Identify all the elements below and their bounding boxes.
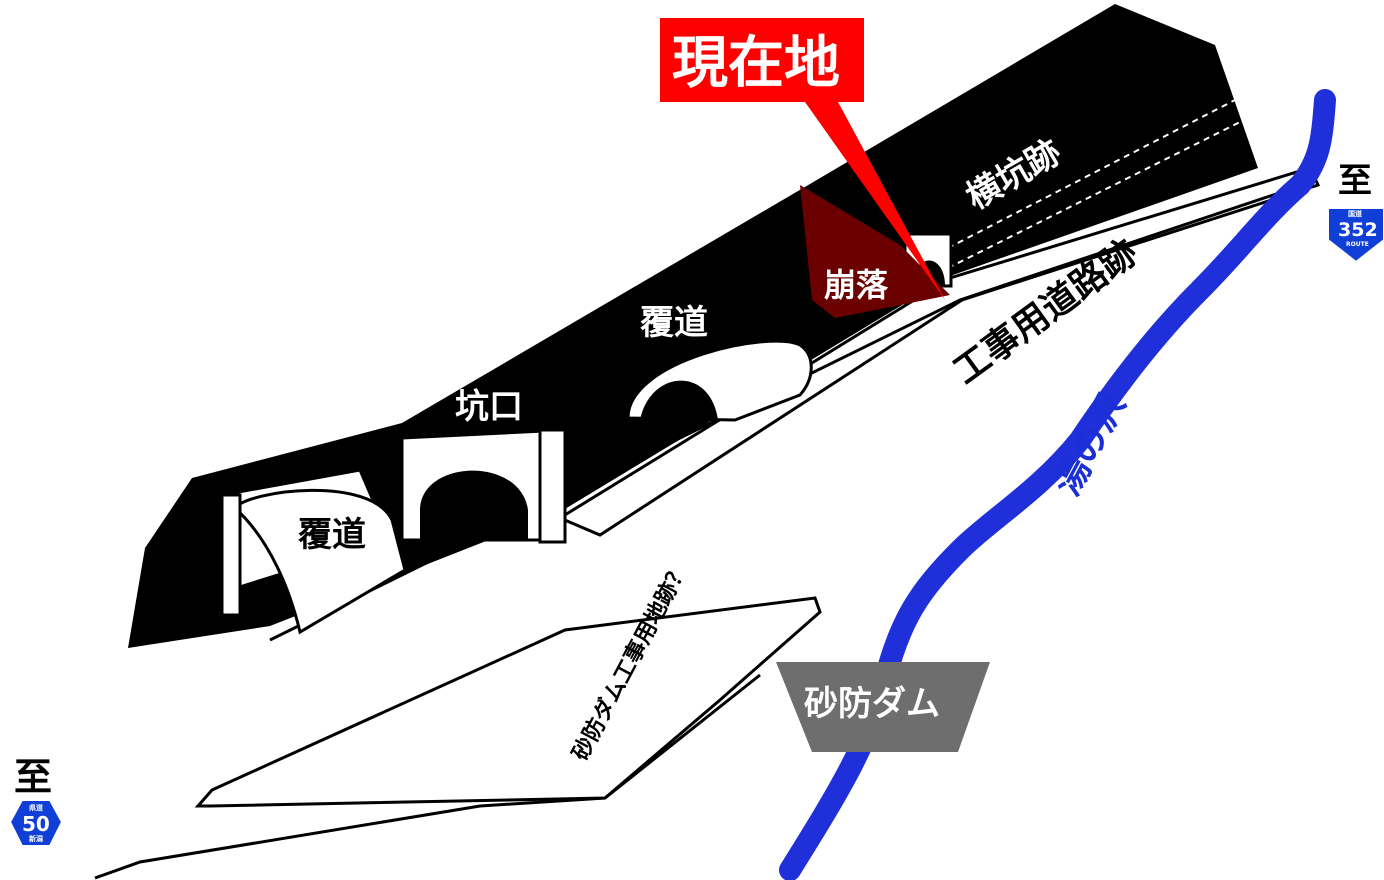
sabo-dam-shape <box>776 662 990 752</box>
label-snowshed-lower: 覆道 <box>297 515 366 555</box>
lower-road-line <box>94 673 761 880</box>
label-collapse: 崩落 <box>824 266 889 304</box>
route-number-right: 352 <box>1338 219 1378 241</box>
route-kind-right: 国道 <box>1348 209 1362 218</box>
route-number-left: 50 <box>22 812 50 836</box>
sabo-dam-worksite-area <box>194 596 822 808</box>
label-stream: 湯の沢 <box>1047 387 1134 502</box>
collapse-area <box>800 185 950 318</box>
current-location-marker <box>660 18 945 300</box>
label-snowshed-upper: 覆道 <box>639 303 708 343</box>
route-sign-left: 至 県道 50 新潟 <box>8 755 64 847</box>
route-to-left: 至 <box>14 755 52 799</box>
route-shield-left-icon <box>8 799 64 847</box>
label-current-location: 現在地 <box>672 31 840 96</box>
label-sabo-dam: 砂防ダム <box>804 684 940 724</box>
side-shaft-lines <box>947 99 1241 269</box>
label-tunnel-portal: 坑口 <box>455 387 523 427</box>
route-to-right: 至 <box>1338 161 1372 201</box>
snowshed-upper <box>626 339 813 422</box>
route-sub-left: 新潟 <box>29 834 43 843</box>
route-kind-left: 県道 <box>29 803 43 812</box>
tunnel-portal <box>400 428 567 544</box>
route-sub-right: ROUTE <box>1346 241 1369 248</box>
route-sign-right: 至 国道 352 ROUTE <box>1327 161 1384 264</box>
snowshed-lower <box>220 468 407 635</box>
route-shield-right-icon <box>1327 207 1384 264</box>
